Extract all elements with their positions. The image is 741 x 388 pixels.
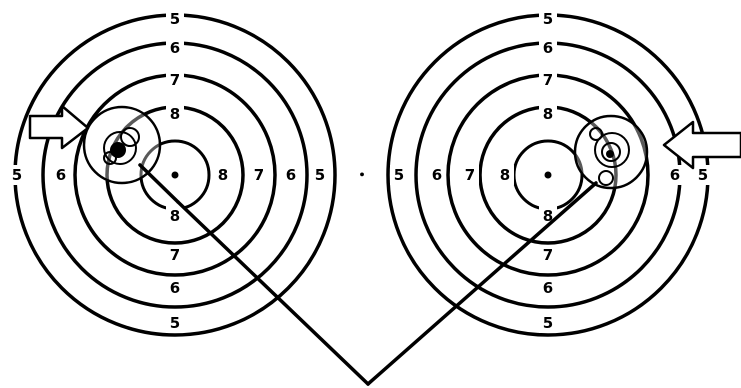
right-label-right-6: 6 bbox=[670, 166, 680, 184]
left-label-right-8: 8 bbox=[218, 166, 228, 184]
left-label-top-5: 5 bbox=[170, 10, 180, 28]
left-target: 5 6 7 8 8 7 6 5 5 6 8 7 6 5 bbox=[8, 9, 335, 335]
right-label-bottom-5: 5 bbox=[543, 314, 553, 332]
right-label-left-7: 7 bbox=[465, 166, 475, 184]
left-label-right-7: 7 bbox=[254, 166, 264, 184]
right-leader-line bbox=[368, 183, 596, 384]
right-label-bottom-7: 7 bbox=[543, 246, 553, 264]
left-label-bottom-7: 7 bbox=[170, 246, 180, 264]
right-label-top-5: 5 bbox=[543, 10, 553, 28]
left-label-bottom-5: 5 bbox=[170, 314, 180, 332]
left-group-leader-stub bbox=[140, 165, 178, 202]
left-label-right-5: 5 bbox=[315, 166, 325, 184]
separator-dot: • bbox=[358, 169, 365, 182]
right-label-top-7: 7 bbox=[543, 71, 553, 89]
left-label-left-6: 6 bbox=[56, 166, 66, 184]
right-shot-hole-core bbox=[606, 150, 614, 158]
left-label-right-6: 6 bbox=[286, 166, 296, 184]
right-label-left-8: 8 bbox=[500, 166, 510, 184]
left-label-top-7: 7 bbox=[170, 71, 180, 89]
right-label-left-6: 6 bbox=[432, 166, 442, 184]
right-label-bottom-6: 6 bbox=[543, 279, 553, 297]
left-center-dot bbox=[172, 172, 179, 179]
right-label-top-8: 8 bbox=[543, 105, 553, 123]
left-leader-line bbox=[178, 202, 368, 384]
left-label-left-5: 5 bbox=[12, 166, 22, 184]
right-center-dot bbox=[545, 172, 552, 179]
left-label-top-6: 6 bbox=[170, 39, 180, 57]
left-label-top-8: 8 bbox=[170, 105, 180, 123]
left-label-bottom-6: 6 bbox=[170, 279, 180, 297]
right-label-right-5: 5 bbox=[698, 166, 708, 184]
right-label-top-6: 6 bbox=[543, 39, 553, 57]
right-target: 5 6 7 8 8 7 6 5 5 6 7 8 6 5 bbox=[388, 9, 741, 335]
right-label-left-5: 5 bbox=[394, 166, 404, 184]
left-label-bottom-8: 8 bbox=[170, 207, 180, 225]
